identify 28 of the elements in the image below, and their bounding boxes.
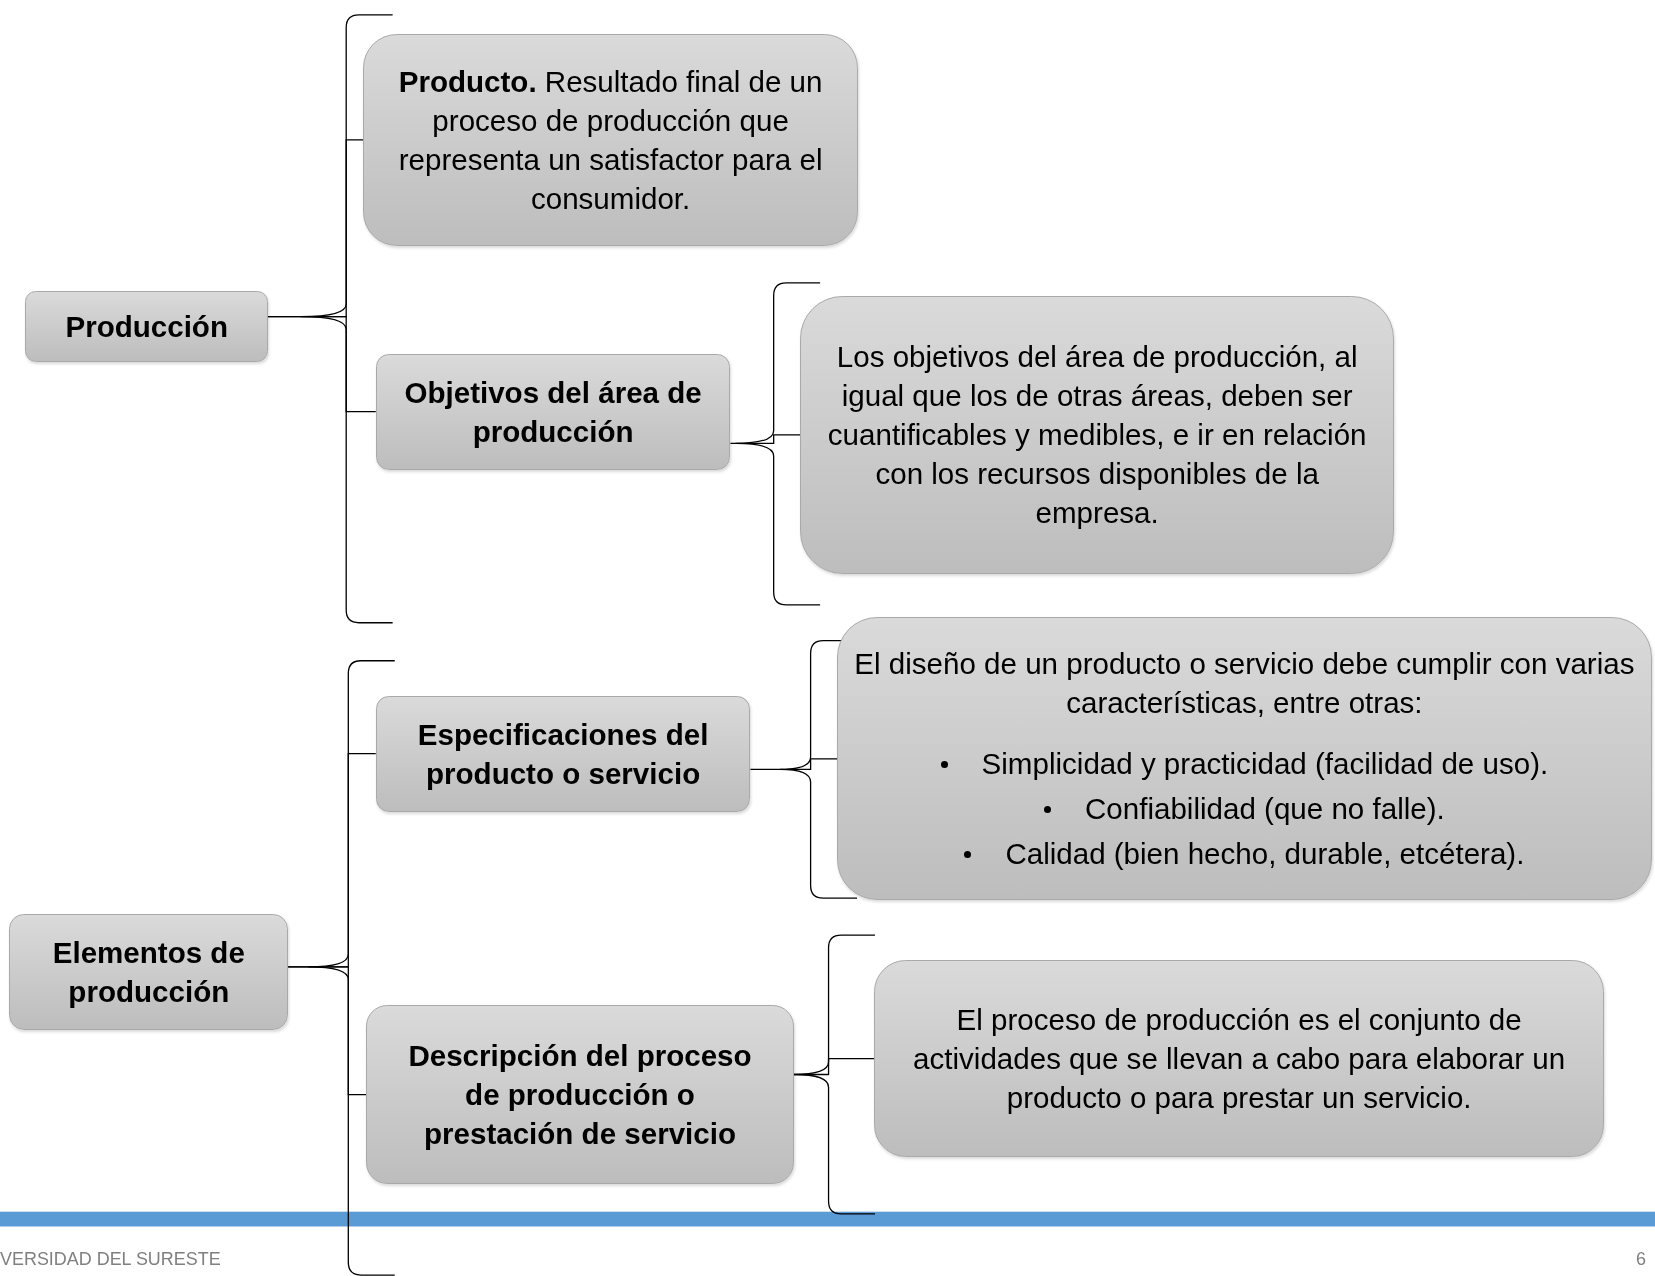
- brace-connector: [729, 434, 801, 444]
- bullet-text: Confiabilidad (que no falle).: [1085, 791, 1445, 828]
- description-text: Los objetivos del área de producción, al igual que los de otras áreas, deben ser cuantificables y medibles, e ir en relación con los recursos disponibles de la empresa.: [826, 339, 1368, 532]
- brace-connector: [287, 966, 367, 1096]
- topic-title: Especificaciones del producto o servicio: [416, 716, 710, 792]
- description-text: Producto. Resultado final de un proceso de producción que representa un satisfactor para el consumidor.: [397, 63, 824, 217]
- description-box: [800, 295, 1395, 575]
- description-box: [837, 617, 1652, 901]
- brace-connector: [749, 758, 838, 771]
- description-text: El proceso de producción es el conjunto de actividades que se llevan a cabo para elaborar un producto o para prestar un servicio.: [912, 1002, 1567, 1117]
- description-box: [873, 960, 1605, 1157]
- topic-box: [375, 353, 731, 470]
- topic-box: [25, 291, 269, 362]
- footer-text: VERSIDAD DEL SURESTE: [0, 1248, 221, 1270]
- topic-box: [375, 695, 751, 812]
- topic-title: Descripción del proceso de producción o prestación de servicio: [407, 1038, 753, 1152]
- topic-title: Producción: [65, 309, 228, 346]
- description-text: El diseño de un producto o servicio debe cumplir con varias características, entre otras:: [853, 646, 1636, 722]
- topic-box: [366, 1004, 794, 1185]
- bullet-text: Simplicidad y practicidad (facilidad de uso).: [981, 746, 1549, 783]
- topic-box: [9, 914, 289, 1031]
- brace-connector: [267, 316, 377, 413]
- bullet-text: Calidad (bien hecho, durable, etcétera).: [1005, 836, 1525, 873]
- brace-connector: [793, 1058, 875, 1076]
- topic-title: Objetivos del área de producción: [403, 374, 703, 450]
- topic-title: Elementos de producción: [51, 935, 246, 1011]
- definition-box: [363, 33, 859, 246]
- page-number: 6: [1636, 1248, 1646, 1270]
